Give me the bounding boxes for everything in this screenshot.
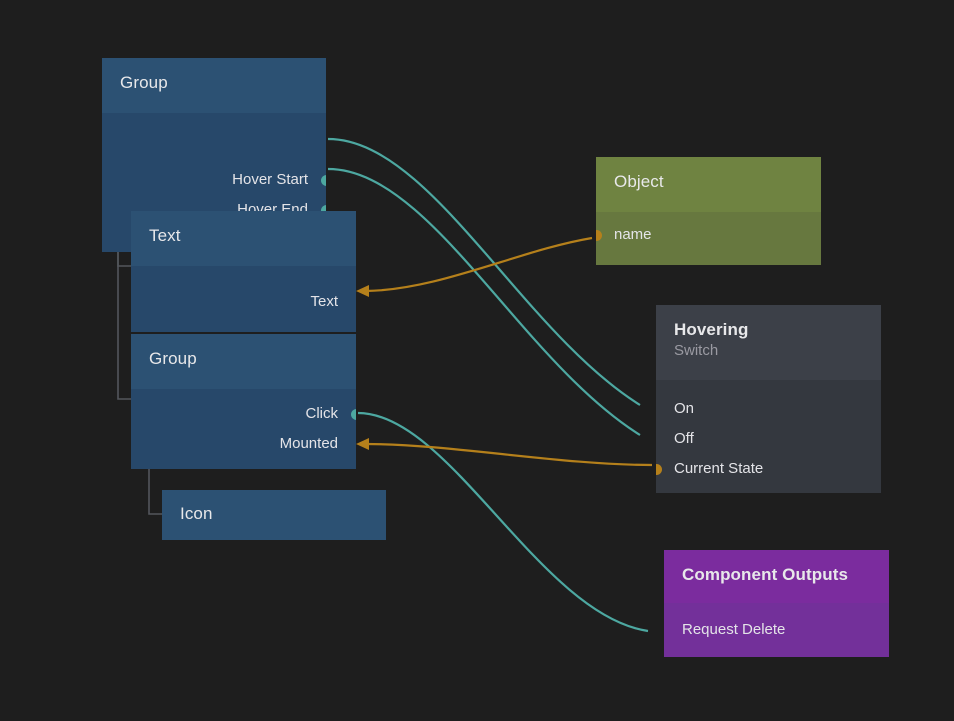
node-object[interactable]: Object name bbox=[596, 157, 821, 265]
node-object-title: Object bbox=[614, 172, 664, 191]
port-label-off: Off bbox=[674, 430, 694, 447]
node-group-child-header: Group bbox=[131, 334, 356, 389]
edge-click-to-request-delete bbox=[357, 411, 649, 633]
port-label-object-name: name bbox=[614, 226, 652, 243]
port-label-text-input: Text bbox=[310, 293, 338, 310]
node-component-outputs[interactable]: Component Outputs Request Delete bbox=[664, 550, 889, 657]
port-row-hover-start[interactable]: Hover Start bbox=[102, 165, 326, 195]
edge-hover-start-to-on bbox=[327, 137, 641, 406]
port-row-current-state[interactable]: Current State bbox=[656, 454, 881, 484]
node-text-header: Text bbox=[131, 211, 356, 266]
node-hovering-header: Hovering Switch bbox=[656, 305, 881, 380]
node-group-child-body: Click Mounted bbox=[131, 389, 356, 469]
edge-object-name-to-text bbox=[365, 236, 593, 293]
node-icon-title: Icon bbox=[180, 504, 213, 523]
node-hovering-switch[interactable]: Hovering Switch On Off Current State bbox=[656, 305, 881, 493]
node-text-title: Text bbox=[149, 226, 181, 245]
node-text[interactable]: Text Text bbox=[131, 211, 356, 332]
node-hovering-subtitle: Switch bbox=[674, 342, 719, 359]
port-row-off[interactable]: Off bbox=[656, 424, 881, 454]
port-label-mounted: Mounted bbox=[279, 435, 338, 452]
port-row-text-input[interactable]: Text bbox=[131, 287, 356, 317]
node-text-body: Text bbox=[131, 266, 356, 332]
port-row-request-delete[interactable]: Request Delete bbox=[664, 615, 889, 645]
edge-arrow-mounted-input bbox=[356, 438, 369, 450]
node-hovering-body: On Off Current State bbox=[656, 380, 881, 493]
port-row-mounted[interactable]: Mounted bbox=[131, 429, 356, 459]
port-row-on[interactable]: On bbox=[656, 394, 881, 424]
port-dot-hover-end[interactable] bbox=[320, 204, 326, 216]
port-dot-object-name[interactable] bbox=[596, 229, 602, 241]
edge-current-state-to-mounted bbox=[365, 442, 653, 467]
port-dot-hover-start[interactable] bbox=[320, 174, 326, 186]
node-component-outputs-header: Component Outputs bbox=[664, 550, 889, 603]
node-group-root-header: Group bbox=[102, 58, 326, 113]
port-row-click[interactable]: Click bbox=[131, 399, 356, 429]
port-row-object-name[interactable]: name bbox=[596, 220, 821, 250]
port-label-click: Click bbox=[305, 405, 339, 422]
edge-arrow-text-input bbox=[356, 285, 369, 297]
node-object-body: name bbox=[596, 212, 821, 265]
port-label-on: On bbox=[674, 400, 695, 417]
node-group-child-title: Group bbox=[149, 349, 197, 368]
port-dot-current-state[interactable] bbox=[656, 463, 662, 475]
node-icon[interactable]: Icon bbox=[162, 490, 386, 540]
port-label-hover-start: Hover Start bbox=[232, 171, 308, 188]
node-group-child[interactable]: Group Click Mounted bbox=[131, 334, 356, 469]
node-icon-header: Icon bbox=[162, 490, 386, 540]
port-label-current-state: Current State bbox=[674, 460, 764, 477]
node-hovering-title: Hovering bbox=[674, 320, 749, 339]
node-component-outputs-body: Request Delete bbox=[664, 603, 889, 657]
node-component-outputs-title: Component Outputs bbox=[682, 565, 849, 584]
edge-hover-end-to-off bbox=[327, 167, 641, 436]
port-dot-click[interactable] bbox=[350, 408, 356, 420]
port-label-request-delete: Request Delete bbox=[682, 621, 786, 638]
node-group-root-title: Group bbox=[120, 73, 168, 92]
node-object-header: Object bbox=[596, 157, 821, 212]
